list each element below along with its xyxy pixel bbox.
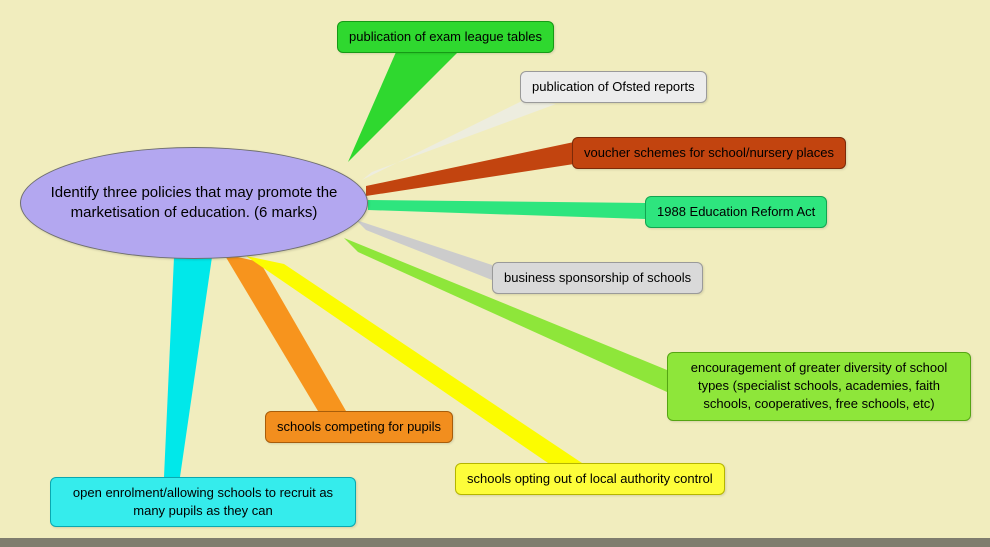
node-1988-education-reform-act[interactable]: 1988 Education Reform Act — [645, 196, 828, 229]
connector-education-reform-act — [368, 200, 645, 219]
connector-voucher-schemes — [366, 142, 574, 196]
connector-ofsted-reports — [362, 100, 556, 180]
node-voucher-schemes[interactable]: voucher schemes for school/nursery place… — [572, 137, 847, 170]
connector-open-enrolment — [164, 257, 212, 477]
connector-diversity-of-school-types — [344, 238, 667, 392]
connector-schools-competing — [224, 254, 346, 411]
central-topic[interactable]: Identify three policies that may promote… — [20, 147, 368, 259]
node-opting-out-local-authority[interactable]: schools opting out of local authority co… — [455, 463, 725, 496]
node-publication-ofsted-reports[interactable]: publication of Ofsted reports — [520, 71, 707, 104]
connector-exam-league-tables — [348, 52, 458, 162]
node-open-enrolment[interactable]: open enrolment/allowing schools to recru… — [50, 477, 356, 528]
node-diversity-of-school-types[interactable]: encouragement of greater diversity of sc… — [667, 352, 971, 421]
node-schools-competing-for-pupils[interactable]: schools competing for pupils — [265, 411, 454, 444]
node-publication-exam-league-tables[interactable]: publication of exam league tables — [337, 21, 554, 54]
bottom-edge-bar — [0, 538, 990, 547]
node-business-sponsorship[interactable]: business sponsorship of schools — [492, 262, 704, 295]
connector-opting-out — [246, 256, 582, 463]
connector-business-sponsorship — [356, 220, 492, 280]
